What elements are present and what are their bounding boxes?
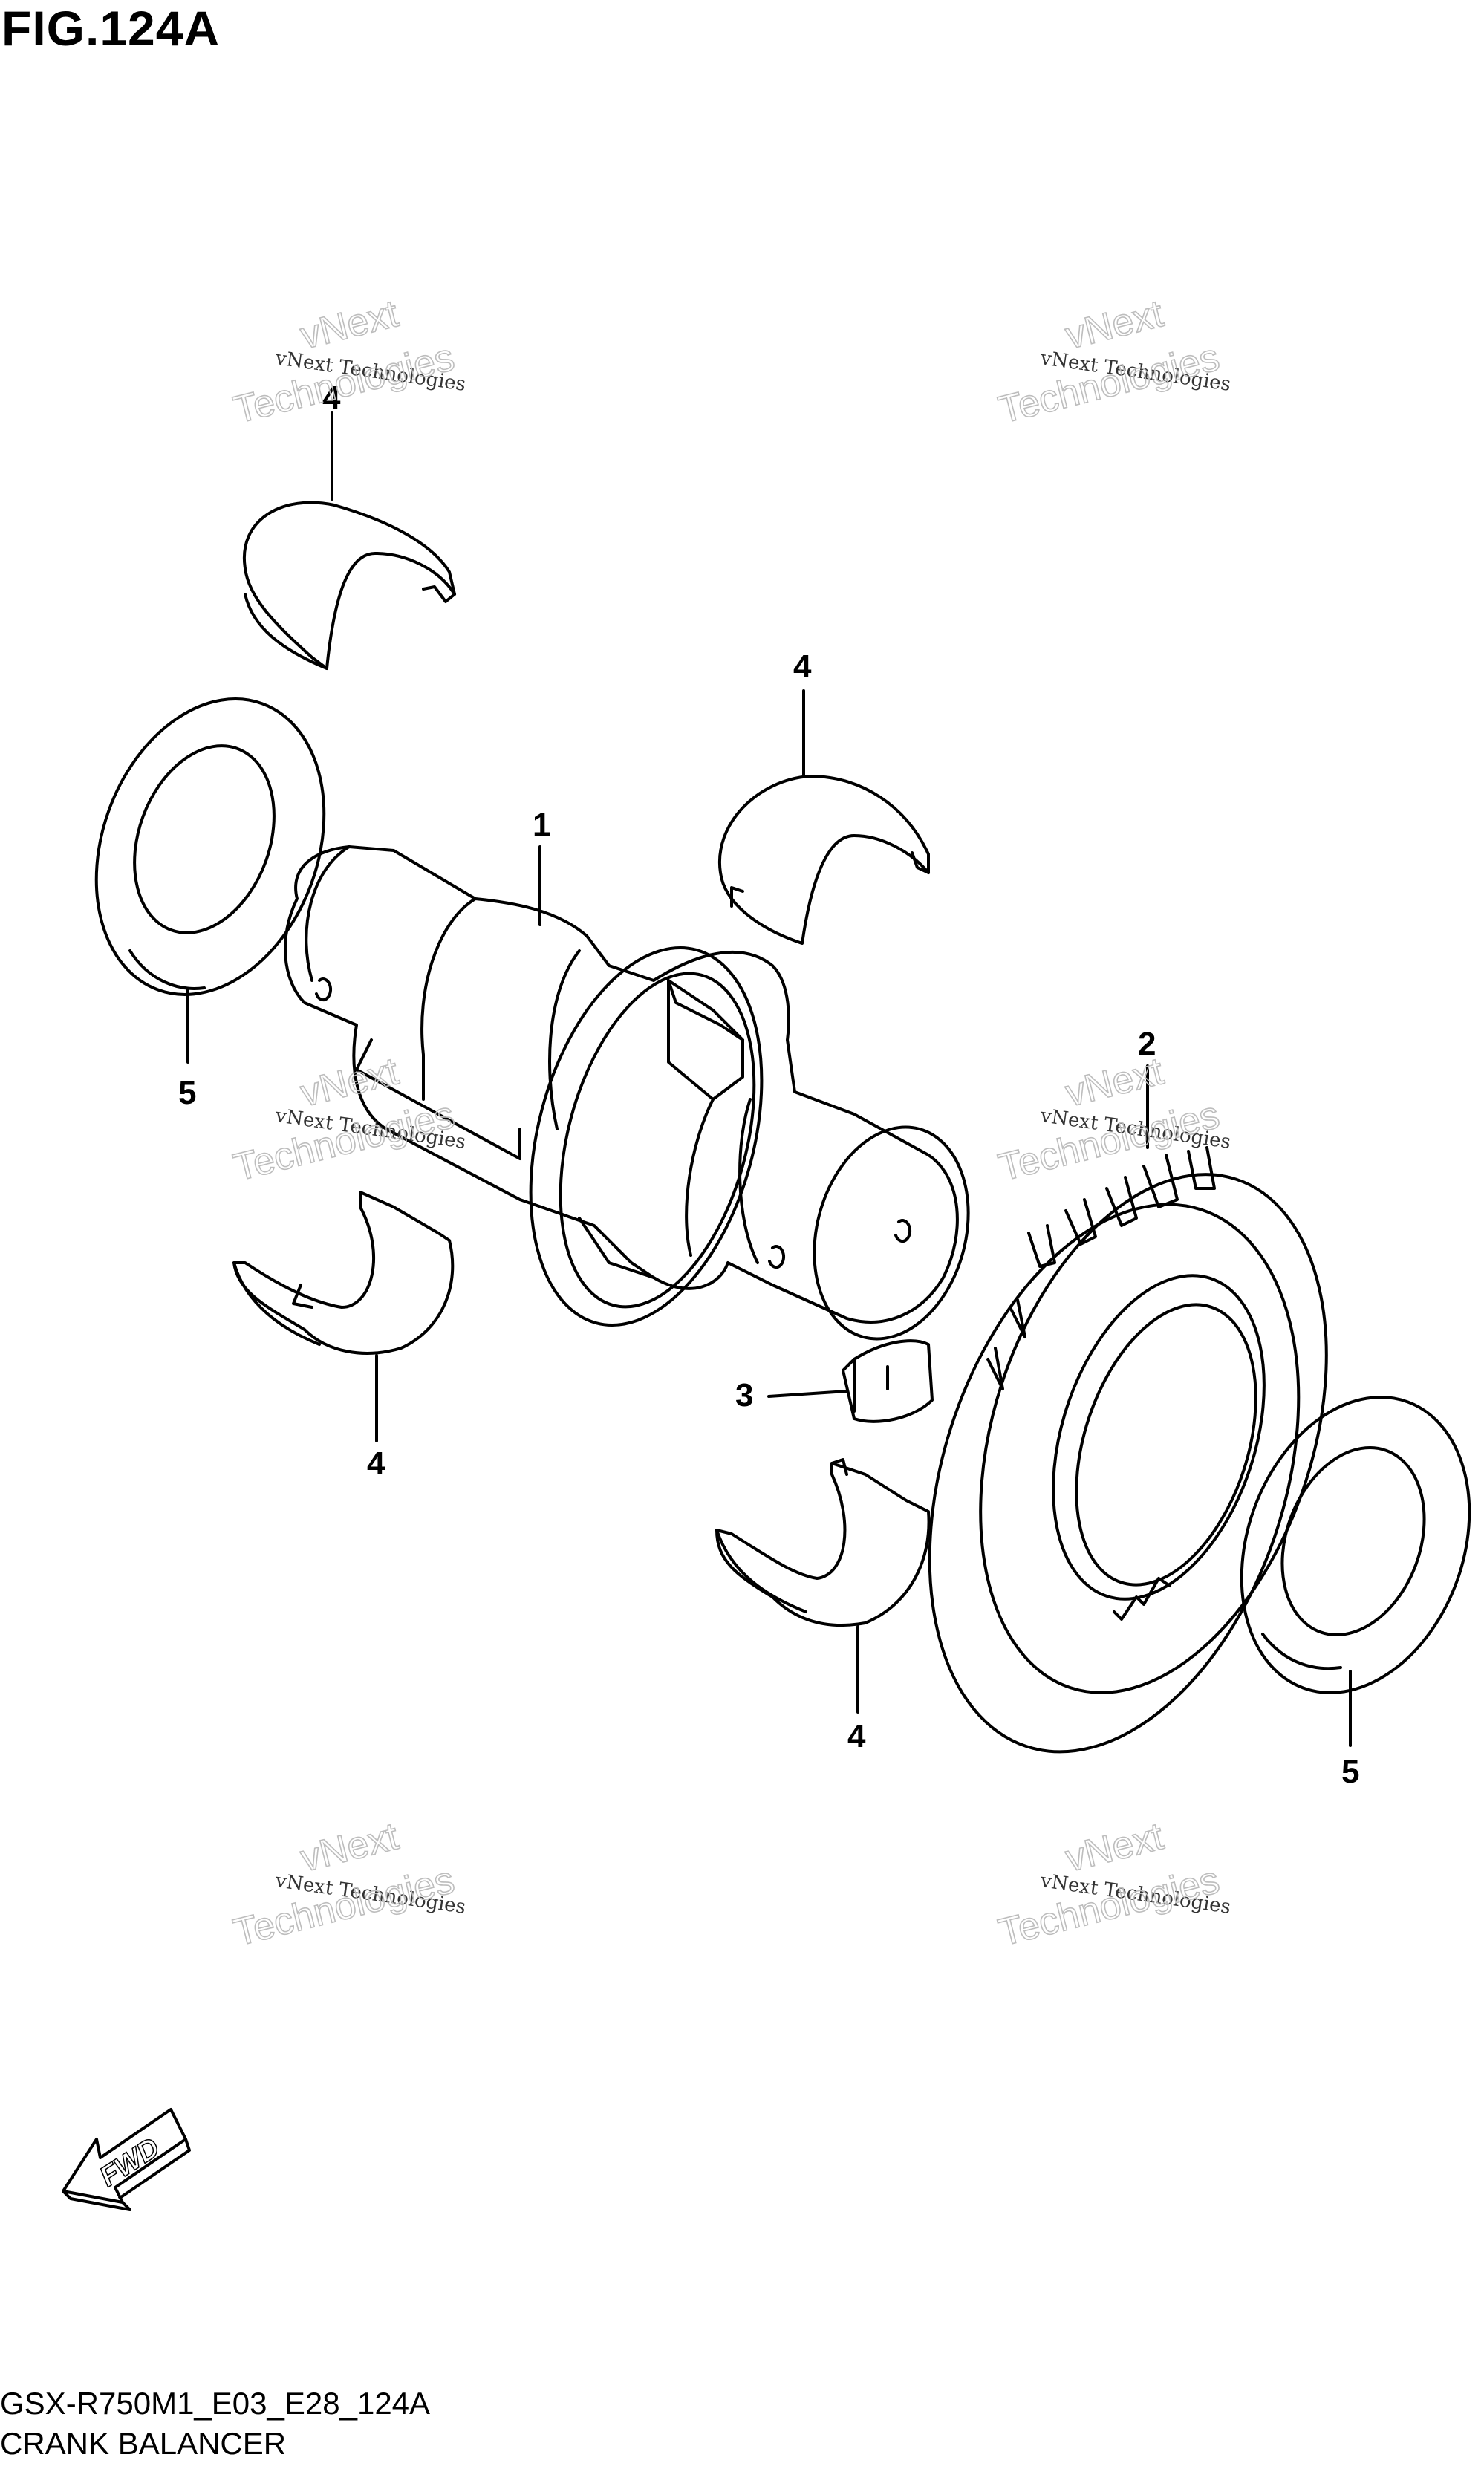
svg-text:vNext: vNext	[1061, 292, 1168, 358]
bearing-shell-top-left	[242, 501, 456, 670]
leader-3	[767, 1390, 848, 1398]
watermark-middle-right: vNext Technologies vNext Technologies	[994, 1049, 1232, 1190]
svg-text:Technologies: Technologies	[230, 1093, 459, 1190]
model-code: GSX-R750M1_E03_E28_124A	[0, 2386, 431, 2421]
thrust-washer-left	[94, 697, 326, 996]
callout-4-lower-middle: 4	[847, 1718, 866, 1754]
crank-balancer-shaft	[284, 845, 970, 1341]
watermark-bottom-right: vNext Technologies vNext Technologies	[994, 1814, 1232, 1955]
svg-text:Technologies: Technologies	[995, 336, 1224, 432]
svg-text:Technologies: Technologies	[995, 1858, 1224, 1955]
watermark-middle-left: vNext Technologies vNext Technologies	[229, 1049, 467, 1190]
callout-3: 3	[735, 1377, 753, 1413]
svg-text:vNext: vNext	[1061, 1050, 1168, 1116]
svg-text:vNext: vNext	[296, 292, 403, 358]
watermark-bottom-left: vNext Technologies vNext Technologies	[229, 1814, 467, 1955]
bearing-shell-lower-left	[232, 1191, 455, 1355]
svg-text:Technologies: Technologies	[230, 1858, 459, 1955]
watermark-top-right: vNext Technologies vNext Technologies	[994, 291, 1232, 432]
svg-text:vNext: vNext	[296, 1050, 403, 1116]
callout-5-right: 5	[1341, 1754, 1359, 1790]
svg-text:vNext: vNext	[296, 1815, 403, 1881]
callout-5-left: 5	[178, 1075, 196, 1111]
balancer-drive-gear	[928, 1146, 1328, 1754]
thrust-washer-right	[1240, 1396, 1471, 1694]
fwd-arrow-icon: FWD	[62, 2108, 191, 2211]
section-name: CRANK BALANCER	[0, 2426, 287, 2461]
callout-2: 2	[1138, 1026, 1156, 1062]
callout-4-lower-left: 4	[367, 1445, 385, 1482]
woodruff-key	[842, 1339, 934, 1423]
callout-4-upper-middle: 4	[793, 648, 812, 685]
svg-text:Technologies: Technologies	[230, 336, 459, 432]
bearing-shell-upper-middle	[717, 775, 930, 945]
callout-4-top-left: 4	[322, 380, 341, 416]
callout-1: 1	[533, 807, 550, 843]
watermark-top-left: vNext Technologies vNext Technologies	[229, 291, 467, 432]
bearing-shell-lower-middle	[715, 1458, 931, 1627]
figure-title: FIG.124A	[1, 1, 221, 56]
svg-text:vNext: vNext	[1061, 1815, 1168, 1881]
